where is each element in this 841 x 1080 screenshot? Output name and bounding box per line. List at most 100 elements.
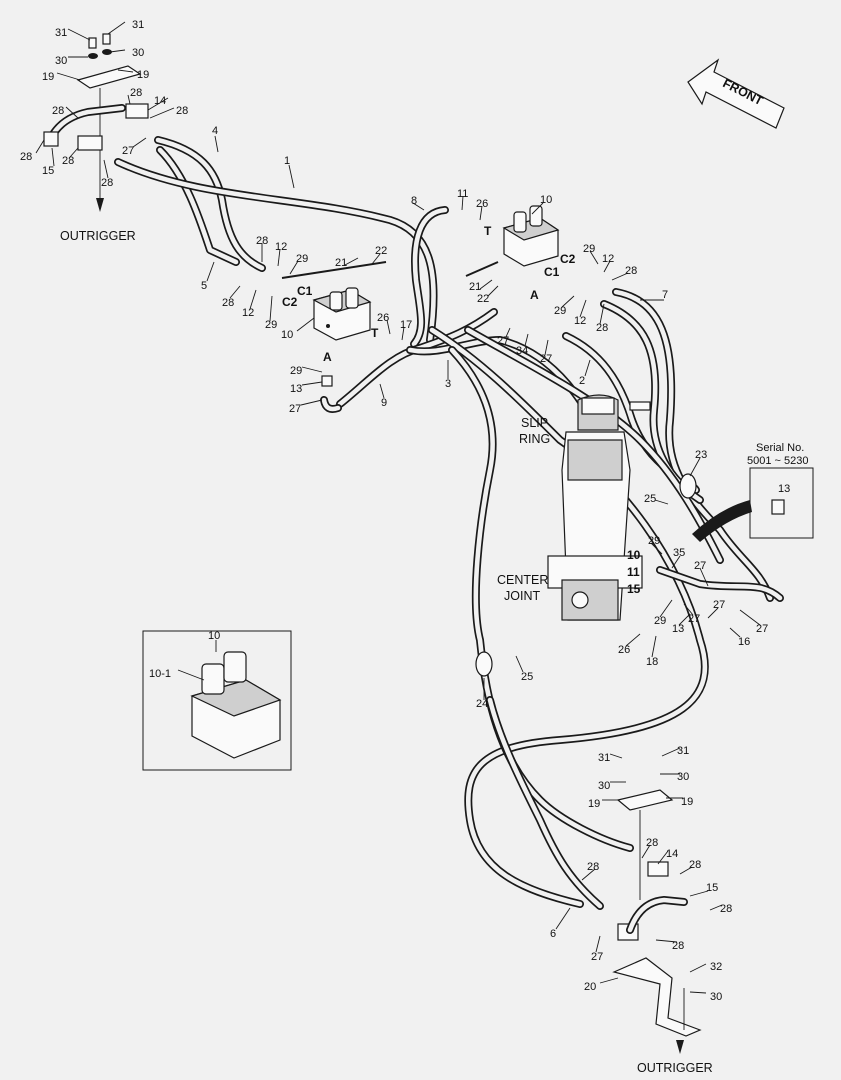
callout-number: 25 xyxy=(644,493,656,505)
callout-number: 34 xyxy=(516,345,528,357)
callout-number: 26 xyxy=(377,312,389,324)
callout-number: 7 xyxy=(662,289,668,301)
leader-line xyxy=(269,295,273,322)
callout-number: 29 xyxy=(296,253,308,265)
leader-line xyxy=(650,542,663,555)
leader-line xyxy=(487,285,499,297)
leader-line xyxy=(35,139,45,154)
callout-number: 27 xyxy=(713,599,725,611)
callout-number: 28 xyxy=(52,105,64,117)
leader-line xyxy=(65,106,79,119)
left-valve-10 xyxy=(281,261,387,341)
leader-line xyxy=(657,850,669,865)
callout-number: 28 xyxy=(130,87,142,99)
callout-number: 12 xyxy=(275,241,287,253)
leader-line xyxy=(301,381,323,386)
callout-number: 22 xyxy=(477,293,489,305)
callout-number: 31 xyxy=(55,27,67,39)
callout-number: 19 xyxy=(681,796,693,808)
callout-number: 10 xyxy=(208,630,220,642)
callout-number: 27 xyxy=(497,335,509,347)
leader-line xyxy=(579,299,587,318)
callout-number: 27 xyxy=(122,145,134,157)
callout-number: 31 xyxy=(132,19,144,31)
callout-number: 28 xyxy=(625,265,637,277)
leader-line xyxy=(699,567,709,587)
callout-number: 8 xyxy=(411,195,417,207)
callout-number: 29 xyxy=(290,365,302,377)
port-label: C1 xyxy=(297,284,313,298)
leader-line xyxy=(229,285,241,299)
port-label: T xyxy=(371,326,379,340)
bottom-bracket-19 xyxy=(616,789,688,941)
leader-line xyxy=(149,107,175,119)
detail-box-valve xyxy=(142,630,292,771)
arrow-down-icon xyxy=(676,1040,684,1054)
callout-number: 20 xyxy=(584,981,596,993)
hose-5 xyxy=(157,147,239,265)
leader-line xyxy=(555,907,571,930)
center-joint-label: CENTER xyxy=(497,573,548,587)
callout-number: 10 xyxy=(540,194,552,206)
callout-number: 28 xyxy=(689,859,701,871)
leader-line xyxy=(515,655,524,673)
bottom-plate-20 xyxy=(612,957,702,1037)
labels: OUTRIGGER OUTRIGGER SLIP RING CENTER JOI… xyxy=(60,224,808,1075)
leader-line xyxy=(641,844,651,859)
callout-number: 17 xyxy=(400,319,412,331)
leader-line xyxy=(300,399,323,406)
callout-number: 30 xyxy=(55,55,67,67)
callout-number: 31 xyxy=(598,752,610,764)
port-label: A xyxy=(530,288,539,302)
leader-line xyxy=(524,333,529,347)
top-tee-fittings xyxy=(43,103,149,151)
leader-line xyxy=(344,257,359,266)
callout-number: 10 xyxy=(281,329,293,341)
callout-number: 12 xyxy=(574,315,586,327)
leader-line xyxy=(461,195,464,211)
clamp-24 xyxy=(475,651,493,677)
callout-number: 28 xyxy=(101,177,113,189)
top-bracket-19 xyxy=(76,33,142,200)
callout-number: 11 xyxy=(457,188,468,200)
callout-number: 28 xyxy=(20,151,32,163)
center-joint-label: JOINT xyxy=(504,589,540,603)
callout-number: 28 xyxy=(672,940,684,952)
callout-number: 22 xyxy=(375,245,387,257)
leader-line xyxy=(301,366,323,373)
callout-number: 10-1 xyxy=(149,668,171,680)
callout-number: 13 xyxy=(290,383,302,395)
callout-number: 28 xyxy=(256,235,268,247)
arrow-down-icon xyxy=(96,198,104,212)
leader-line xyxy=(625,633,641,647)
serial-range: 5001 ~ 5230 xyxy=(747,455,808,467)
callout-number: 29 xyxy=(648,535,660,547)
callout-number: 31 xyxy=(677,745,689,757)
leader-line xyxy=(412,202,425,211)
fitting-13-left xyxy=(320,375,342,413)
callout-number: 26 xyxy=(618,644,630,656)
leader-line xyxy=(611,272,629,281)
leader-line xyxy=(561,295,575,308)
callout-number: 13 xyxy=(672,623,684,635)
callout-number: 30 xyxy=(132,47,144,59)
callout-number: 4 xyxy=(212,125,218,137)
callout-number: 5 xyxy=(201,280,207,292)
serial-title: Serial No. xyxy=(756,442,804,454)
leader-line xyxy=(603,260,611,273)
callout-number: 28 xyxy=(62,155,74,167)
callout-number: 15 xyxy=(706,882,718,894)
slip-ring xyxy=(577,394,651,431)
leader-line xyxy=(595,935,601,953)
leader-line xyxy=(599,303,605,325)
leader-line xyxy=(709,904,723,911)
hose-big-a xyxy=(429,327,708,907)
leader-line xyxy=(289,260,299,275)
leader-line xyxy=(661,747,681,757)
leader-line xyxy=(214,135,219,153)
port-label: C2 xyxy=(282,295,298,309)
hose-23 xyxy=(465,327,723,563)
leader-line xyxy=(683,603,694,616)
hose-35 xyxy=(657,567,783,601)
